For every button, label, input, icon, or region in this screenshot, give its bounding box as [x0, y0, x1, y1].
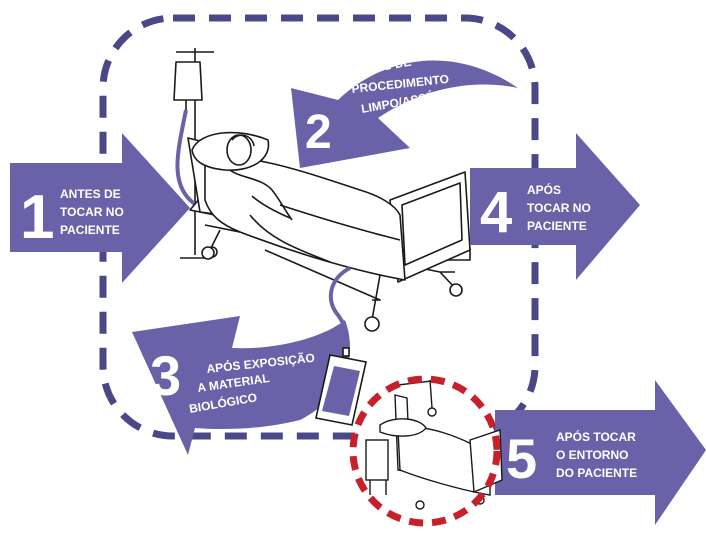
- moment-5-label-line-3: DO PACIENTE: [556, 466, 637, 480]
- moment-4-arrow: 4 APÓS TOCAR NO PACIENTE: [470, 133, 640, 280]
- moment-2-arrow: 2 ANTES DE PROCEDIMENTO LIMPO/ASSÉPTICO: [291, 55, 518, 168]
- moment-1-number: 1: [20, 183, 54, 252]
- moment-4-number: 4: [480, 180, 512, 245]
- moment-1-label-line-3: PACIENTE: [60, 223, 120, 237]
- moment-1-label-line-2: TOCAR NO: [60, 205, 124, 219]
- moment-2-number: 2: [305, 106, 332, 159]
- moment-4-label-line-2: TOCAR NO: [527, 201, 591, 215]
- moment-5-label-line-2: O ENTORNO: [556, 448, 628, 462]
- moment-3-number: 3: [150, 344, 181, 407]
- moment-4-label-line-3: PACIENTE: [527, 219, 587, 233]
- moment-5-number: 5: [506, 427, 537, 490]
- moment-5-arrow: 5 APÓS TOCAR O ENTORNO DO PACIENTE: [495, 380, 706, 525]
- patient-surroundings-zone: [353, 379, 502, 523]
- moment-4-label-line-1: APÓS: [527, 182, 561, 197]
- moment-5-label-line-1: APÓS TOCAR: [556, 429, 636, 444]
- moment-1-label-line-1: ANTES DE: [60, 187, 121, 201]
